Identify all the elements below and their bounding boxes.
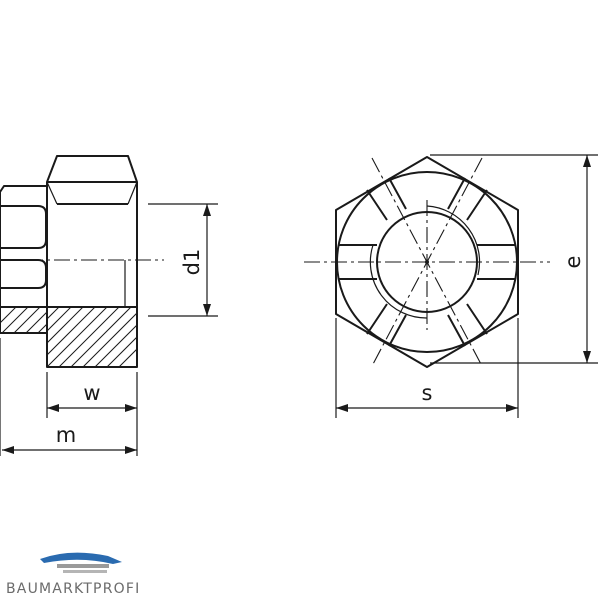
- e-label: e: [561, 256, 585, 269]
- top-view: e s: [304, 154, 598, 418]
- thread-arc-hidden: [369, 244, 428, 319]
- hatching-crown: [0, 307, 47, 333]
- logo-bar-1: [57, 564, 109, 568]
- hatching-main: [47, 307, 137, 367]
- slots: [338, 177, 516, 347]
- logo-roof-icon: [40, 552, 122, 564]
- s-label: s: [422, 381, 433, 405]
- w-label: w: [83, 381, 100, 405]
- logo-text: BAUMARKTPROFI: [6, 581, 140, 597]
- hexagon-outline: [335, 156, 519, 368]
- center-mark: [425, 260, 429, 264]
- hex-body-outline: [46, 155, 138, 368]
- hex-body-chamfer-left: [46, 181, 58, 205]
- side-view: d1 w m: [0, 155, 218, 456]
- d1-label: d1: [180, 249, 204, 276]
- crown-slot-mid: [0, 259, 47, 289]
- baumarktprofi-logo: BAUMARKTPROFI: [6, 552, 140, 597]
- logo-bar-2: [63, 570, 107, 573]
- crown-outline: [0, 185, 47, 334]
- thread-arc-hidden-2: [426, 205, 481, 276]
- hex-body-chamfer-right: [127, 181, 138, 205]
- m-label: m: [56, 423, 76, 447]
- crown-slot-top: [0, 205, 47, 249]
